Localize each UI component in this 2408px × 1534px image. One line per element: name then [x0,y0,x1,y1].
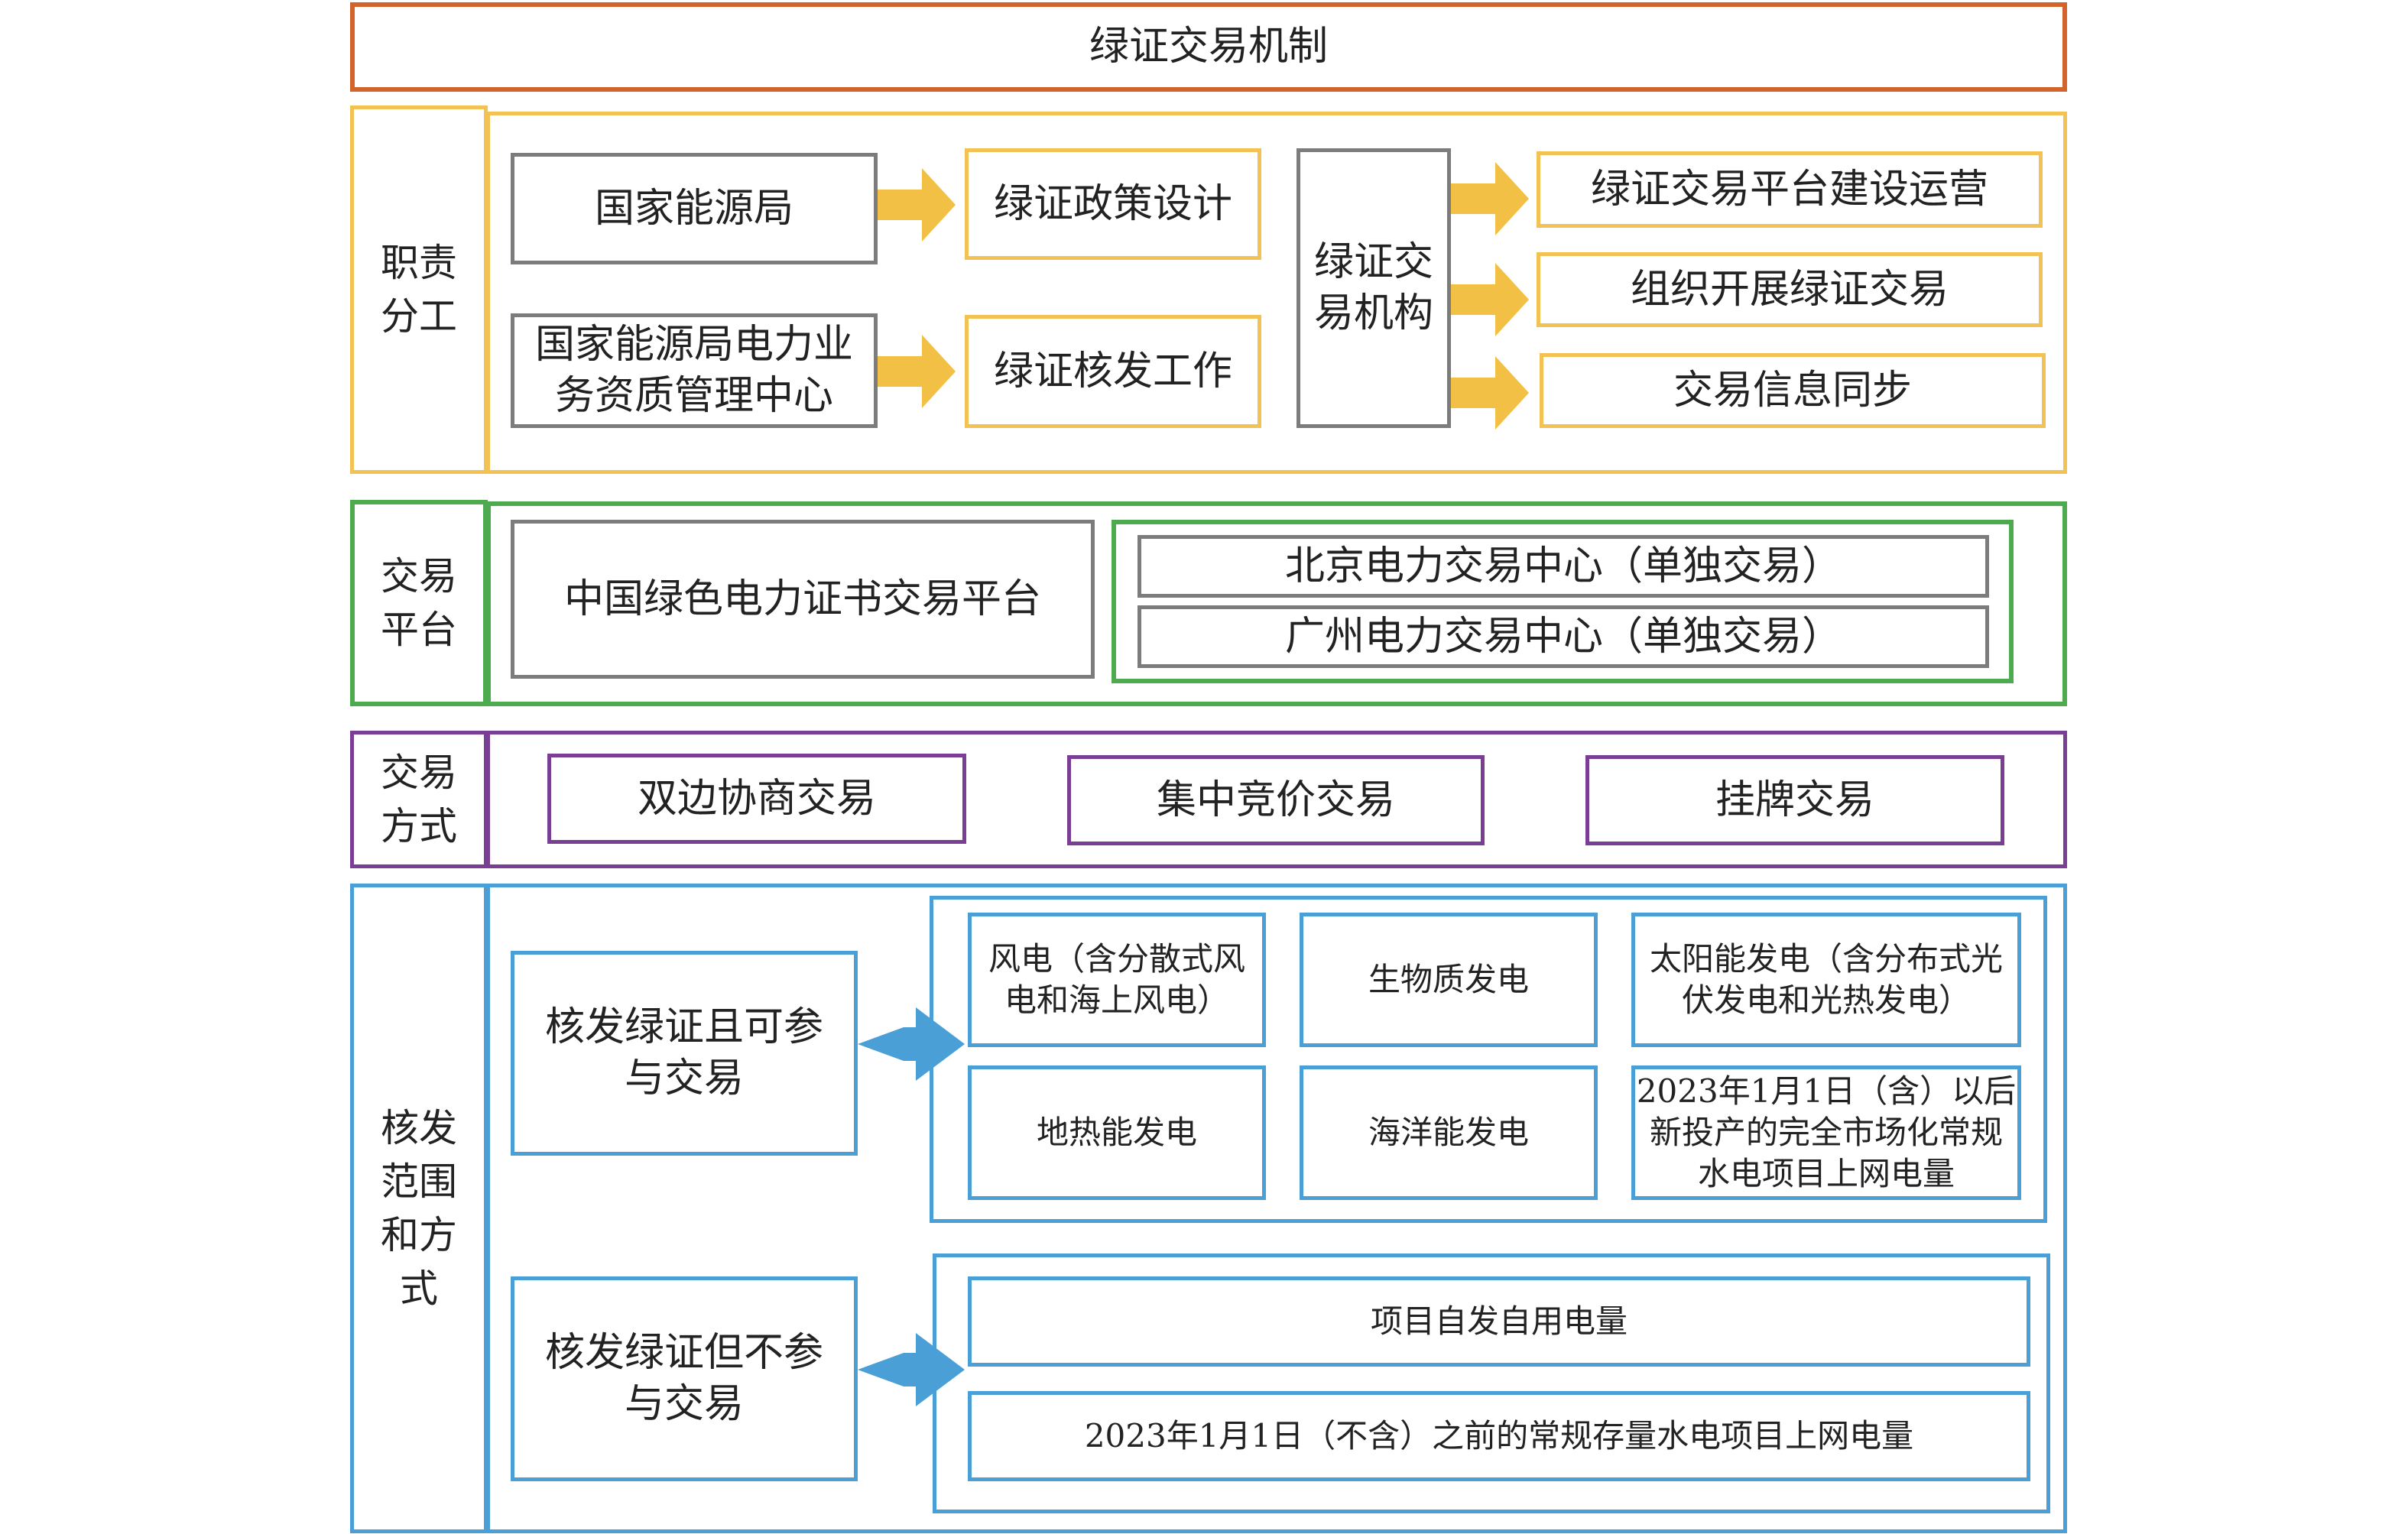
org-trading-institution: 绿证交 易机构 [1296,148,1451,428]
arrow-right-icon [878,335,956,408]
arrow-right-icon [1451,263,1529,336]
section-label-mode: 交易 方式 [350,731,488,868]
task-platform-operation: 绿证交易平台建设运营 [1537,151,2043,228]
platform-china-green-certificate: 中国绿色电力证书交易平台 [511,520,1095,679]
beijing-trading-center: 北京电力交易中心（单独交易） [1137,535,1989,598]
arrow-right-icon [1451,356,1529,430]
task-certificate-issuance: 绿证核发工作 [965,315,1261,428]
arrow-right-icon [878,168,956,242]
arrow-right-icon [858,1007,965,1081]
source-new-hydropower: 2023年1月1日（含）以后 新投产的完全市场化常规 水电项目上网电量 [1631,1065,2021,1200]
org-nea: 国家能源局 [511,153,878,264]
source-wind: 风电（含分散式风 电和海上风电） [968,913,1266,1047]
section-label-duty: 职责 分工 [350,105,488,474]
section-label-scope: 核发 范围 和方 式 [350,884,488,1533]
arrow-right-icon [1451,162,1529,235]
arrow-right-icon [858,1333,965,1406]
diagram-title: 绿证交易机制 [350,2,2067,92]
item-self-consumption: 项目自发自用电量 [968,1276,2030,1367]
item-existing-hydropower: 2023年1月1日（不含）之前的常规存量水电项目上网电量 [968,1391,2030,1481]
mode-centralized-bidding: 集中竞价交易 [1067,755,1485,845]
source-biomass: 生物质发电 [1300,913,1598,1047]
source-geothermal: 地热能发电 [968,1065,1266,1200]
scope-non-tradable-label: 核发绿证但不参 与交易 [511,1276,858,1481]
section-label-platform: 交易 平台 [350,500,488,706]
task-policy-design: 绿证政策设计 [965,148,1261,260]
mode-bilateral: 双边协商交易 [547,754,966,844]
source-ocean: 海洋能发电 [1300,1065,1598,1200]
task-info-sync: 交易信息同步 [1540,353,2046,428]
source-solar: 太阳能发电（含分布式光 伏发电和光热发电） [1631,913,2021,1047]
mode-listing: 挂牌交易 [1585,755,2004,845]
org-nea-qualification-center: 国家能源局电力业 务资质管理中心 [511,313,878,428]
scope-tradable-label: 核发绿证且可参 与交易 [511,951,858,1156]
guangzhou-trading-center: 广州电力交易中心（单独交易） [1137,605,1989,668]
task-organize-trading: 组织开展绿证交易 [1537,252,2043,327]
